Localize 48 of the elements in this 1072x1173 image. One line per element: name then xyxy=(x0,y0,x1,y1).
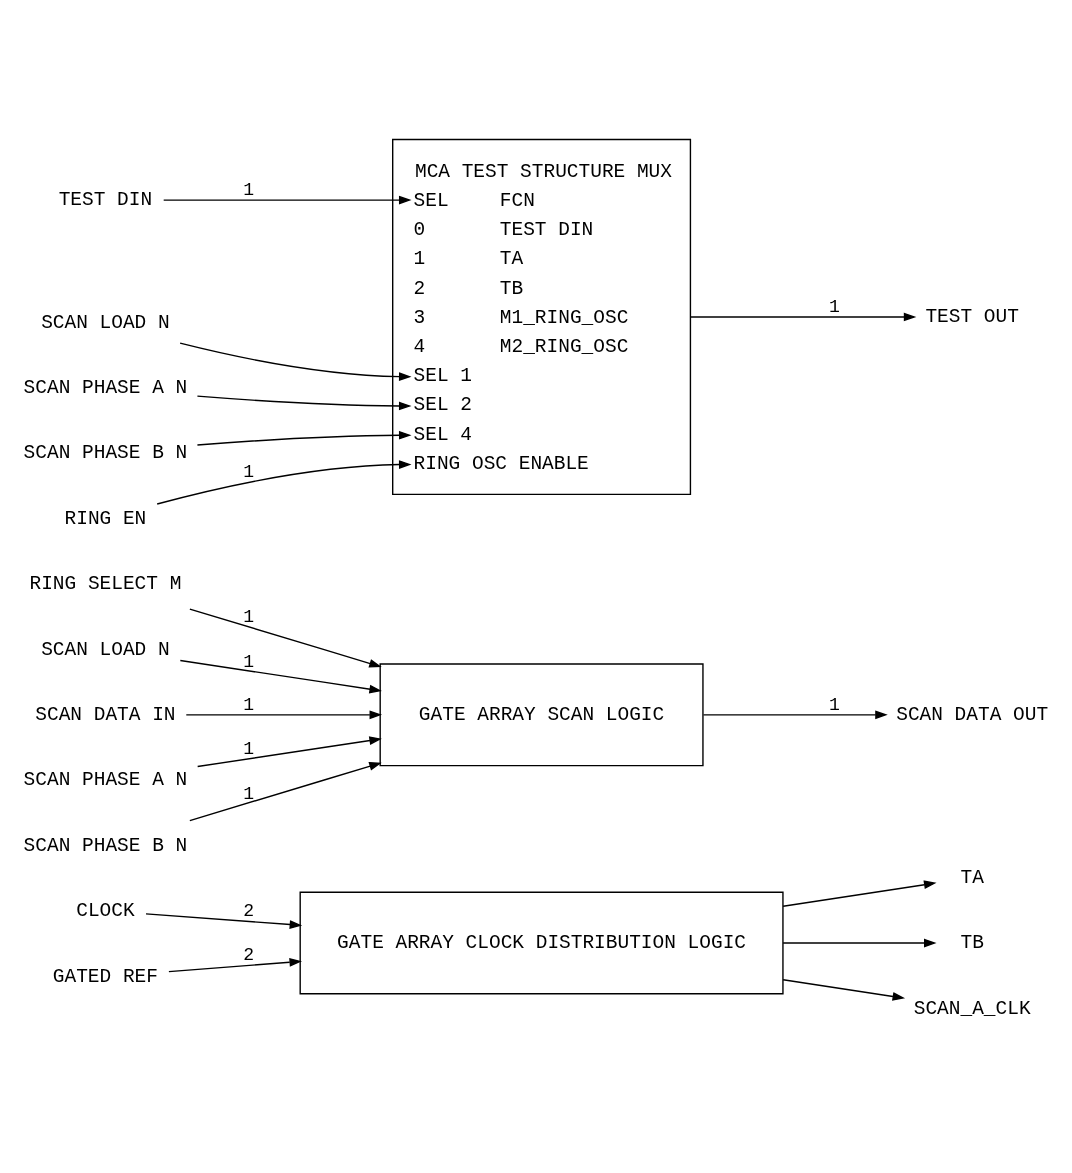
edge-label: 1 xyxy=(243,694,255,715)
edge-label: 1 xyxy=(828,694,840,715)
node-box: GATE ARRAY SCAN LOGIC xyxy=(379,663,704,767)
arrow xyxy=(156,460,412,505)
edge-label: 1 xyxy=(243,462,255,483)
arrow xyxy=(145,913,303,929)
node-text: SCAN DATA IN xyxy=(35,703,176,726)
node-text: TEST OUT xyxy=(925,306,1019,329)
edge-label: 2 xyxy=(243,945,255,966)
edge-label: 1 xyxy=(243,651,255,672)
edge-label: 1 xyxy=(828,296,840,317)
node-text: TA xyxy=(960,866,984,889)
edge-label: 2 xyxy=(243,900,255,921)
node-text: GATED REF xyxy=(52,965,158,988)
node-text: SCAN DATA OUT xyxy=(896,703,1049,726)
node-box: GATE ARRAY CLOCK DISTRIBUTION LOGIC xyxy=(299,891,784,995)
node-text: TB xyxy=(960,932,984,955)
node-text: RING SELECT M xyxy=(29,573,182,596)
node-text: SCAN PHASE B N xyxy=(23,834,188,857)
edge-label: 1 xyxy=(243,783,255,804)
node-text: SCAN PHASE A N xyxy=(23,377,188,400)
node-text: SCAN PHASE A N xyxy=(23,769,188,792)
node-text: SCAN LOAD N xyxy=(41,311,170,334)
node-text: TEST DIN xyxy=(58,189,153,212)
arrow xyxy=(163,195,412,205)
node-text: SCAN PHASE B N xyxy=(23,442,188,465)
arrow xyxy=(196,430,412,446)
node-text: CLOCK xyxy=(76,900,135,923)
arrow xyxy=(179,342,412,382)
arrow xyxy=(782,880,937,907)
arrow xyxy=(782,938,937,948)
edge-label: 1 xyxy=(243,739,255,760)
arrow xyxy=(189,608,382,668)
arrow xyxy=(196,736,382,768)
arrow xyxy=(702,710,888,720)
arrow xyxy=(179,659,382,694)
arrow xyxy=(189,762,382,822)
node-text: RING EN xyxy=(64,507,147,530)
arrow xyxy=(690,312,917,322)
arrow xyxy=(196,395,412,411)
node-text: SCAN LOAD N xyxy=(41,638,170,661)
node-text: SCAN_A_CLK xyxy=(913,997,1031,1020)
arrow xyxy=(168,957,302,973)
edge-label: 1 xyxy=(243,180,255,201)
arrow xyxy=(782,979,906,1001)
node-box: MCA TEST STRUCTURE MUX SEL FCN 0 TEST DIN 1 TA 2 TB 3 M1_RING_OSC 4 M2_RING_OSC SEL 1 SEL 2 SEL 4 RING OSC ENABLE xyxy=(392,138,692,496)
arrow xyxy=(185,710,383,720)
edge-label: 1 xyxy=(243,607,255,628)
